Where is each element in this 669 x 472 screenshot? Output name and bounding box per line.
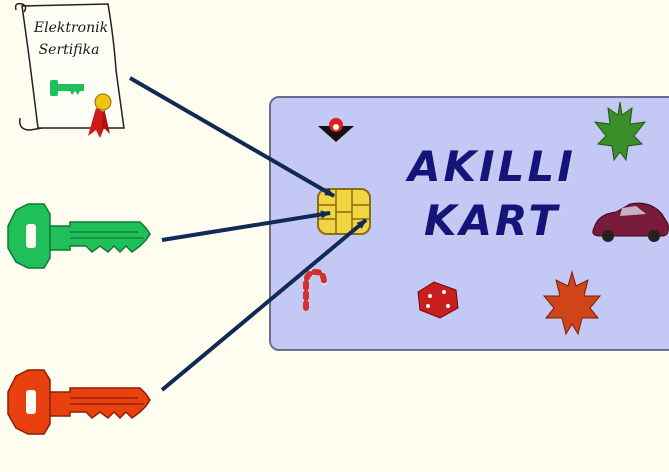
arrow-red-key-to-chip: [160, 218, 368, 392]
chip-icon: [317, 188, 371, 235]
certificate-label-line1: Elektronik: [33, 20, 109, 36]
car-icon: [592, 202, 669, 242]
arrow-green-key-to-chip: [161, 210, 331, 242]
candy-cane-icon: [303, 268, 327, 311]
certificate-label-line2: Sertifika: [38, 42, 100, 58]
maple-leaf-icon: [593, 101, 647, 162]
arrow-certificate-to-chip: [128, 76, 336, 198]
pokeball-icon: [318, 118, 354, 142]
autumn-leaf-icon: [542, 270, 602, 336]
card-title-line2: KART: [424, 196, 561, 245]
green-key-icon: [7, 203, 151, 269]
red-key-icon: [7, 369, 151, 435]
certificate-key-icon: [50, 80, 84, 96]
seal-ribbon-icon: [88, 93, 112, 138]
card-title-line1: AKILLI: [408, 142, 576, 191]
certificate-scroll-icon: [14, 2, 125, 138]
dice-icon: [417, 281, 459, 319]
